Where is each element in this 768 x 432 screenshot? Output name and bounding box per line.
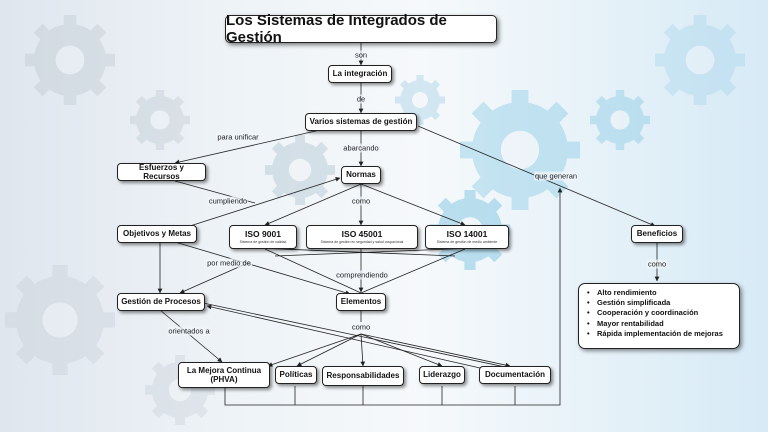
node-varios-sistemas[interactable]: Varios sistemas de gestión xyxy=(305,113,417,131)
node-documentacion[interactable]: Documentación xyxy=(479,366,551,384)
edge-varios-esfuerzos xyxy=(174,129,321,165)
node-iso-9001[interactable]: ISO 9001 Sistema de gestión de calidad xyxy=(229,225,297,249)
node-mejora-continua[interactable]: La Mejora Continua (PHVA) xyxy=(178,362,270,388)
link-orientados-a: orientados a xyxy=(167,326,211,336)
node-la-integracion[interactable]: La integración xyxy=(328,65,392,83)
iso-9001-desc: Sistema de gestión de calidad xyxy=(239,240,287,245)
iso-14001-desc: Sistema de gestión de medio ambiente xyxy=(436,240,498,245)
edge-elementos-documentacion xyxy=(360,333,511,368)
node-beneficios[interactable]: Beneficios xyxy=(631,225,683,243)
link-cumpliendo: cumpliendo xyxy=(207,196,249,206)
link-son: son xyxy=(353,50,369,60)
node-iso-45001[interactable]: ISO 45001 Sistema de gestión en segurida… xyxy=(306,225,418,249)
edge-normas-iso14001 xyxy=(360,183,466,226)
mejora-continua-line2: (PHVA) xyxy=(210,375,238,384)
edge-elementos-liderazgo xyxy=(360,333,443,367)
link-comprendiendo: comprendiendo xyxy=(335,270,389,280)
map-title: Los Sistemas de Integrados de Gestión xyxy=(225,12,497,46)
node-normas[interactable]: Normas xyxy=(341,166,381,184)
link-como-normas: como xyxy=(350,196,372,206)
edge-objetivos-elementos xyxy=(174,241,351,296)
edge-objetivos-normas xyxy=(189,177,341,227)
iso-14001-name: ISO 14001 xyxy=(446,228,488,239)
node-elementos[interactable]: Elementos xyxy=(336,293,386,311)
edge-procesos-mejora xyxy=(159,309,223,363)
edge-iso14001-elementos xyxy=(360,248,466,294)
edge-normas-iso9001 xyxy=(264,183,362,226)
edge-elementos-mejora xyxy=(267,333,362,367)
benefit-item: Alto rendimiento xyxy=(587,288,733,298)
link-por-medio-de: por medio de xyxy=(206,258,252,268)
link-para-unificar: para unificar xyxy=(216,132,260,142)
edge-elementos-responsabilidades xyxy=(360,333,366,367)
node-liderazgo[interactable]: Liderazgo xyxy=(419,366,465,384)
link-que-generan: que generan xyxy=(533,171,579,181)
iso-45001-name: ISO 45001 xyxy=(341,228,383,239)
node-esfuerzos-recursos[interactable]: Esfuerzos y Recursos xyxy=(117,163,206,181)
node-gestion-procesos[interactable]: Gestión de Procesos xyxy=(117,293,205,311)
link-de: de xyxy=(355,94,367,104)
link-como-beneficios: como xyxy=(646,259,668,269)
benefits-list: Alto rendimiento Gestión simplificada Co… xyxy=(578,283,740,349)
edge-bottom-return xyxy=(224,187,563,406)
node-objetivos-metas[interactable]: Objetivos y Metas xyxy=(117,225,197,243)
iso-9001-name: ISO 9001 xyxy=(245,228,281,239)
benefit-item: Gestión simplificada xyxy=(587,298,733,308)
node-responsabilidades[interactable]: Responsabilidades xyxy=(322,366,404,386)
benefit-item: Cooperación y coordinación xyxy=(587,308,733,318)
node-iso-14001[interactable]: ISO 14001 Sistema de gestión de medio am… xyxy=(425,225,509,249)
edge-iso9001-elementos xyxy=(264,248,362,294)
node-politicas[interactable]: Políticas xyxy=(275,366,317,384)
mejora-continua-line1: La Mejora Continua xyxy=(186,365,262,375)
edge-elementos-politicas xyxy=(296,333,362,367)
link-como-elementos: como xyxy=(350,322,372,332)
edge-documentacion-procesos xyxy=(206,304,481,369)
benefit-item: Mayor rentabilidad xyxy=(587,319,733,329)
link-abarcando: abarcando xyxy=(342,143,380,153)
iso-45001-desc: Sistema de gestión en seguridad y salud … xyxy=(320,240,404,245)
benefit-item: Rápida implementación de mejoras xyxy=(587,329,733,339)
